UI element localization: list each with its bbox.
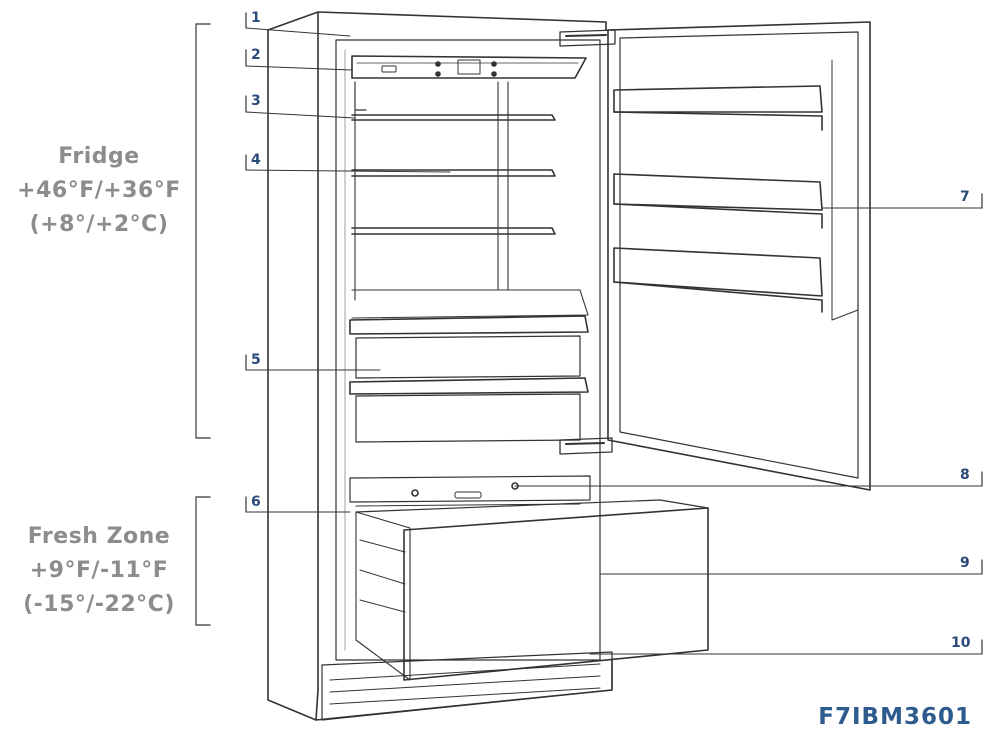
- freezer-drawer: [355, 499, 709, 681]
- model-number: F7IBM3601: [818, 704, 972, 730]
- shelves: [351, 114, 589, 319]
- callout-2: 2: [251, 47, 261, 63]
- fridge-bracket: [195, 23, 211, 439]
- freezer-compartment: [349, 475, 591, 507]
- fresh-zone-temp-f: +9°F/-11°F: [29, 558, 169, 583]
- toe-kick-grille: [321, 651, 613, 721]
- door: [607, 21, 871, 491]
- door-bins: [613, 85, 823, 313]
- callout-5: 5: [251, 352, 261, 368]
- fresh-zone-label: Fresh Zone +9°F/-11°F (-15°/-22°C): [0, 520, 198, 622]
- callout-ticks: [245, 12, 983, 655]
- callout-1: 1: [251, 10, 261, 26]
- callout-6: 6: [251, 494, 261, 510]
- fridge-zone-name: Fridge: [58, 144, 140, 169]
- cabinet: [267, 11, 613, 721]
- light: [354, 81, 367, 111]
- fresh-zone-temp-c: (-15°/-22°C): [23, 592, 175, 617]
- fresh-zone-bracket: [195, 496, 211, 626]
- back-wall: [354, 81, 509, 301]
- callout-8: 8: [960, 467, 970, 483]
- control-panel: [351, 55, 587, 79]
- fridge-zone-temp-c: (+8°/+2°C): [29, 212, 169, 237]
- fridge-zone-label: Fridge +46°F/+36°F (+8°/+2°C): [0, 140, 198, 242]
- callout-7: 7: [960, 189, 970, 205]
- callout-9: 9: [960, 555, 970, 571]
- crisper-drawers: [349, 315, 589, 443]
- callout-4: 4: [251, 152, 261, 168]
- fridge-zone-temp-f: +46°F/+36°F: [17, 178, 181, 203]
- callout-3: 3: [251, 93, 261, 109]
- hinges: [559, 29, 616, 455]
- fresh-zone-name: Fresh Zone: [27, 524, 171, 549]
- callout-10: 10: [951, 635, 971, 651]
- callout-lines: [245, 27, 983, 655]
